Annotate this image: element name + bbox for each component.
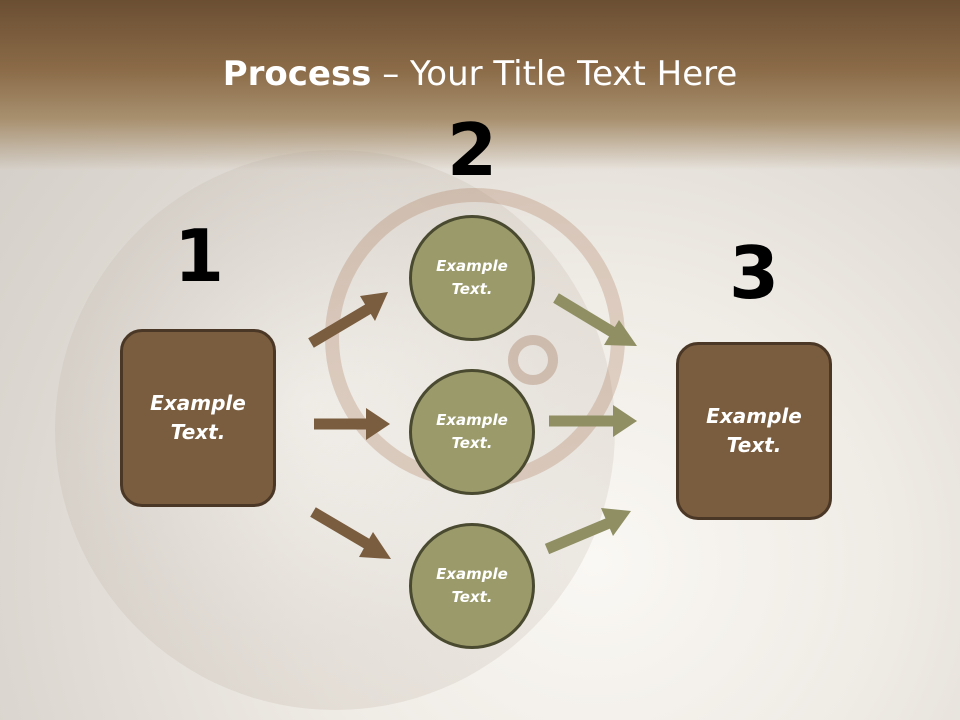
step-2-text-top: Example Text.: [436, 257, 508, 298]
step-2-circle-top: Example Text.: [409, 215, 535, 341]
step-2-circle-bottom: Example Text.: [409, 523, 535, 649]
step-3-number: 3: [728, 231, 780, 315]
arrow-1-to-2-top: [308, 292, 388, 348]
arrow-1-to-2-middle: [314, 408, 390, 440]
step-2-number: 2: [446, 108, 498, 192]
step-2-text-middle: Example Text.: [436, 411, 508, 452]
arrow-2-to-3-middle: [549, 405, 637, 437]
arrow-2-to-3-bottom: [544, 508, 631, 555]
title-rest: – Your Title Text Here: [371, 54, 738, 94]
arrow-1-to-2-bottom: [310, 507, 391, 559]
page-title: Process – Your Title Text Here: [0, 52, 960, 96]
background-hole: [508, 335, 558, 385]
step-1-text: Example Text.: [150, 391, 246, 444]
step-3-text: Example Text.: [706, 404, 802, 457]
step-2-circle-middle: Example Text.: [409, 369, 535, 495]
step-2-text-bottom: Example Text.: [436, 565, 508, 606]
title-bold: Process: [222, 54, 372, 94]
arrow-2-to-3-top: [553, 293, 637, 346]
step-1-number: 1: [173, 214, 225, 298]
step-3-box: Example Text.: [676, 342, 832, 520]
header-band: [0, 0, 960, 170]
step-1-box: Example Text.: [120, 329, 276, 507]
